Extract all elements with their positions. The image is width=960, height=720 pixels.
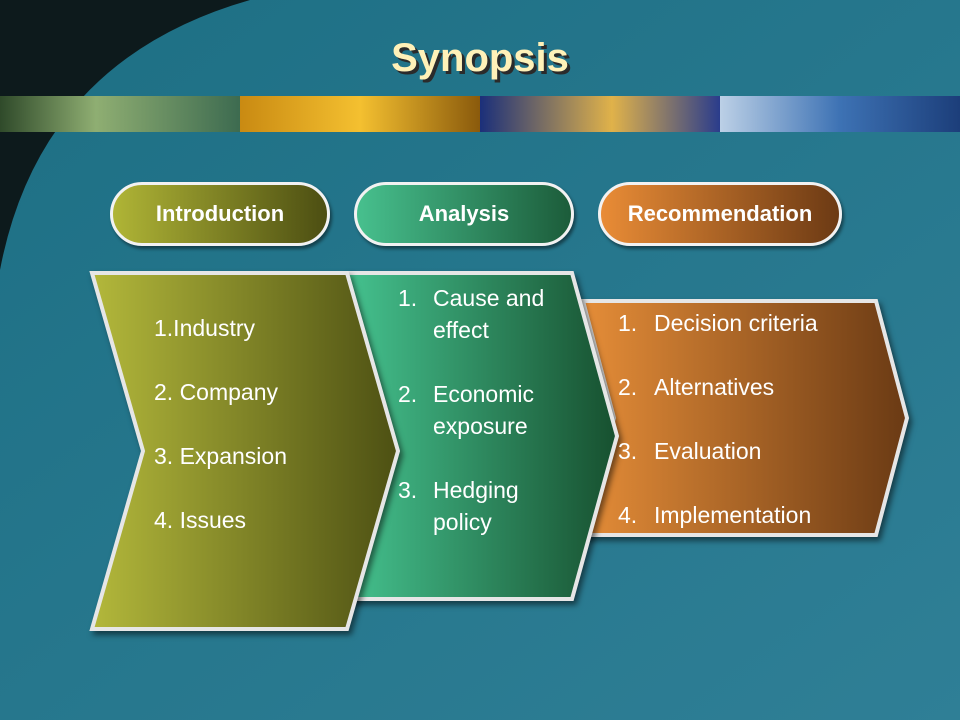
list-item: 3. Hedging policy [398, 474, 578, 538]
introduction-header: Introduction [110, 182, 330, 246]
item-number: 4. [618, 502, 638, 528]
item-text: Alternatives [654, 374, 775, 400]
item-text: Evaluation [654, 438, 762, 464]
list-item: 1. Cause and effect [398, 282, 578, 346]
list-item: 4. Implementation [618, 502, 868, 566]
introduction-list: 1.Industry 2. Company 3. Expansion 4. Is… [154, 315, 354, 571]
item-text: Economic exposure [433, 381, 534, 439]
list-item: 2. Alternatives [618, 374, 868, 438]
list-item: 1. Decision criteria [618, 310, 868, 374]
recommendation-list: 1. Decision criteria 2. Alternatives 3. … [618, 310, 868, 566]
list-item: 3. Expansion [154, 443, 287, 469]
item-number: 3. [398, 477, 418, 503]
list-item: 2. Economic exposure [398, 378, 578, 442]
list-item: 2. Company [154, 379, 279, 405]
item-number: 2. [618, 374, 638, 400]
item-text: Implementation [654, 502, 812, 528]
analysis-header: Analysis [354, 182, 574, 246]
list-item: 3. Evaluation [618, 438, 868, 502]
analysis-list: 1. Cause and effect 2. Economic exposure… [398, 282, 578, 570]
item-text: Cause and effect [433, 285, 545, 343]
slide-title: Synopsis [391, 36, 569, 80]
item-text: Decision criteria [654, 310, 818, 336]
item-number: 1. [398, 285, 418, 311]
list-item: 4. Issues [154, 507, 247, 533]
item-number: 3. [618, 438, 638, 464]
item-number: 1. [618, 310, 638, 336]
introduction-chevron [89, 271, 401, 631]
photo-strip [0, 96, 960, 132]
recommendation-header: Recommendation [598, 182, 842, 246]
item-number: 2. [398, 381, 418, 407]
item-text: Hedging policy [433, 477, 519, 535]
list-item: 1.Industry [154, 315, 255, 341]
